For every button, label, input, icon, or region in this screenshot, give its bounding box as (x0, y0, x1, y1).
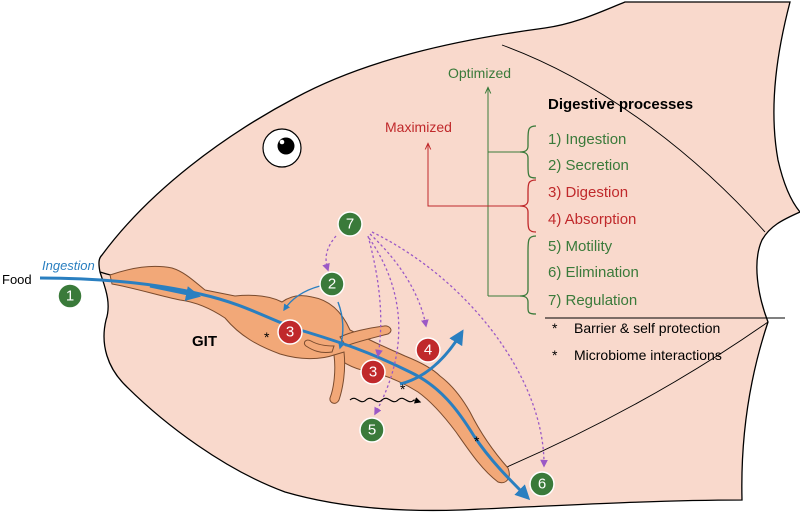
fish-pupil (277, 137, 295, 155)
asterisk-hindgut: * (474, 433, 480, 449)
maximized-line (428, 144, 520, 207)
note-text-barrier: Barrier & self protection (574, 320, 720, 336)
svg-text:7: 7 (346, 216, 354, 233)
brace-motility-regulation (519, 235, 537, 315)
food-flow-arrow (39, 276, 531, 501)
process-item-motility: 5) Motility (548, 238, 613, 255)
marker-4: 4 (415, 337, 441, 363)
process-item-absorption: 4) Absorption (548, 211, 636, 228)
gut-caecum-upper (339, 325, 392, 347)
secretion-arrow-right (337, 301, 345, 350)
food-flow-arrow-seg (149, 284, 201, 301)
marker-3-intestine: 3 (360, 359, 386, 385)
regulation-arrows (322, 231, 548, 468)
regulation-arrow-to-5 (368, 237, 400, 416)
gut-tract (109, 265, 510, 484)
process-item-secretion: 2) Secretion (548, 157, 629, 174)
food-label: Food (2, 272, 32, 287)
maximized-connector (428, 144, 520, 207)
regulation-arrow-to-6 (371, 231, 548, 468)
secretion-arrow-left (283, 285, 321, 312)
gill-line-lower (499, 321, 769, 471)
gut-asterisks: * * * (264, 329, 480, 449)
note-text-microbiome: Microbiome interactions (574, 347, 722, 363)
diagram-title: Digestive processes (548, 96, 693, 113)
asterisk-midgut: * (400, 381, 406, 397)
absorption-arrow (399, 329, 464, 386)
gut-caecum-lower (329, 351, 346, 404)
svg-text:5: 5 (368, 422, 376, 439)
marker-5: 5 (359, 417, 385, 443)
note-mark-microbiome: * (552, 347, 558, 363)
notes-list: * Barrier & self protection * Microbiome… (552, 320, 722, 363)
marker-2: 2 (319, 271, 345, 297)
process-item-elimination: 6) Elimination (548, 264, 639, 281)
marker-3-stomach: 3 (277, 319, 303, 345)
process-item-digestion: 3) Digestion (548, 184, 628, 201)
note-mark-barrier: * (552, 320, 558, 336)
svg-text:4: 4 (424, 342, 432, 359)
marker-1: 1 (57, 283, 83, 309)
process-item-ingestion: 1) Ingestion (548, 131, 626, 148)
svg-text:3: 3 (286, 324, 294, 341)
marker-6: 6 (529, 471, 555, 497)
maximized-label: Maximized (385, 119, 452, 135)
svg-text:6: 6 (538, 476, 546, 493)
brace-ingestion-secretion (519, 125, 537, 179)
optimized-label: Optimized (448, 65, 511, 81)
fish-pupil-highlight (279, 139, 285, 145)
process-item-regulation: 7) Regulation (548, 292, 637, 309)
motility-wave-arrow (349, 397, 422, 404)
gut-caecum-left (303, 339, 335, 353)
svg-text:3: 3 (369, 364, 377, 381)
asterisk-stomach: * (264, 329, 270, 345)
marker-7: 7 (337, 211, 363, 237)
svg-text:2: 2 (328, 276, 336, 293)
process-list: 1) Ingestion 2) Secretion 3) Digestion 4… (548, 131, 639, 309)
brace-digestion-absorption (519, 179, 537, 233)
ingestion-label: Ingestion (42, 258, 95, 273)
optimized-connector (488, 88, 520, 297)
git-label: GIT (192, 333, 217, 350)
svg-text:1: 1 (66, 288, 74, 305)
gill-line-upper (501, 44, 766, 233)
